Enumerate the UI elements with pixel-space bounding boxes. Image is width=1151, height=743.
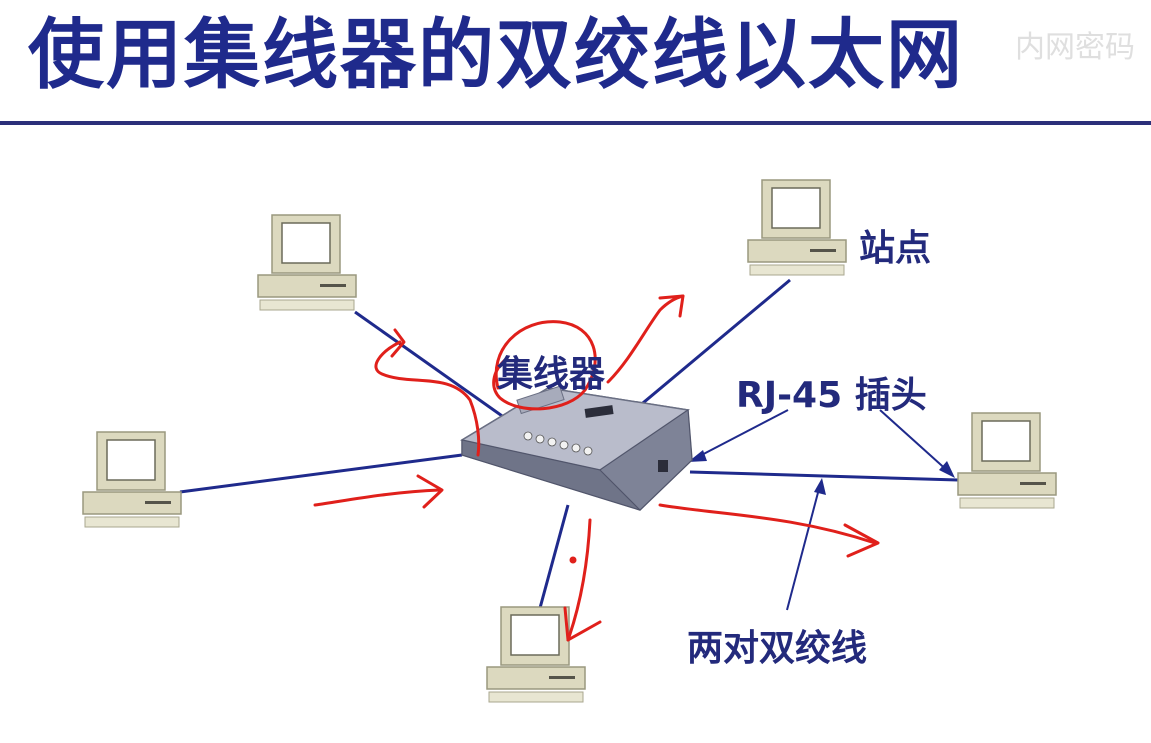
rj45-arrowhead-right [939,461,955,478]
annotation-arrow-up-right [606,294,685,384]
rj45-connector-label: RJ-45 插头 [736,375,927,416]
hub-label: 集线器 [497,354,606,395]
annotation-arrow-in-left [313,488,442,507]
rj45-arrowhead-left [688,450,707,462]
annotation-arrow-in-left-head [416,474,444,509]
callout-pointers [688,409,955,611]
annotation-arrow-up-right-head [658,294,685,318]
annotation-arrow-out-right [658,503,877,545]
cable-lines [179,278,959,609]
cable-bottom [538,504,570,609]
twisted-pair-label: 两对双绞线 [687,628,868,669]
rj45-pointer-left [691,409,789,461]
desktop-computer-icon [257,214,357,311]
annotation-arrow-left-head [390,328,406,358]
watermark: 内网密码 [1015,30,1135,65]
twisted-pair-arrowhead [814,478,826,495]
title-divider [0,121,1151,125]
red-annotations [313,294,880,642]
cable-right [689,470,959,482]
annotation-arrow-down [566,518,592,642]
rj45-pointer-right [879,409,951,474]
desktop-computer-icon [486,606,586,703]
desktop-computer-icon [747,179,847,276]
cable-left [179,453,463,494]
desktop-computer-icon [82,431,182,528]
annotation-dot [569,556,577,564]
annotation-arrow-down-head [563,606,602,642]
cable-top-left [354,310,506,420]
network-hub-icon [460,385,693,511]
desktop-computer-icon [957,412,1057,509]
slide-title: 使用集线器的双绞线以太网 [28,10,964,99]
cable-top-right [624,278,791,420]
station-label: 站点 [859,228,932,269]
hub-circle-annotation [492,320,597,411]
twisted-pair-pointer [786,484,821,611]
annotation-arrow-out-right-head [843,523,880,558]
annotation-arrow-left-loop [374,340,481,457]
